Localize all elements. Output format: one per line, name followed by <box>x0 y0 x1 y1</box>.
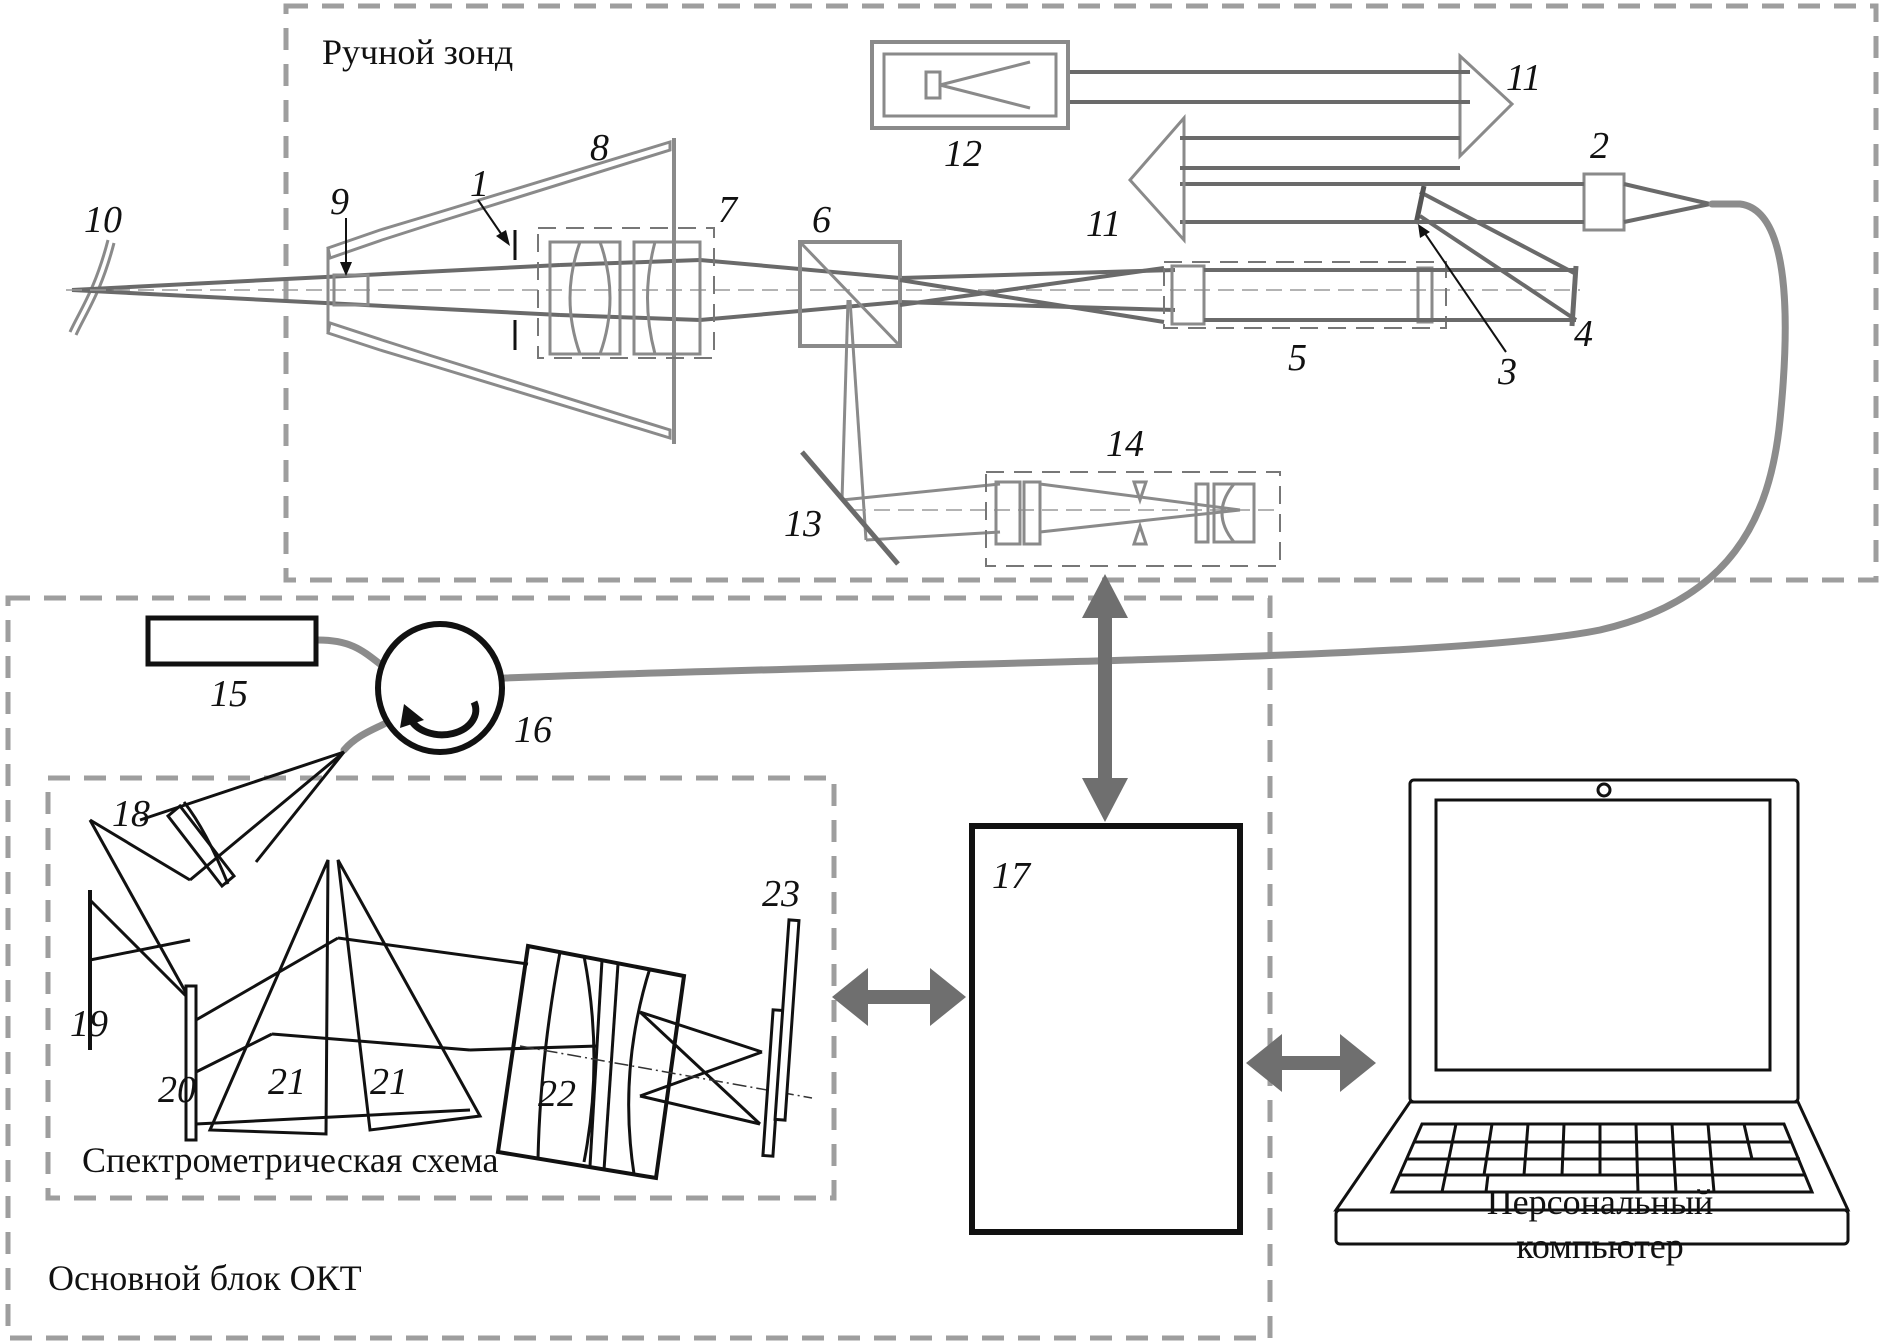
spectrometer-optics <box>88 750 346 1002</box>
pc-caption-line2: компьютер <box>1516 1226 1684 1266</box>
label-8: 8 <box>590 127 609 169</box>
camera-objective-14 <box>985 471 1281 567</box>
circulator-16 <box>375 621 505 755</box>
prism-21-left <box>207 859 330 1136</box>
beam-splitter-6 <box>798 240 902 348</box>
spectrometer-title: Спектрометрическая схема <box>82 1140 499 1180</box>
grating-20 <box>184 984 198 1142</box>
aiming-laser-12 <box>870 40 1070 130</box>
beam-splitter-plate-3 <box>1413 185 1427 225</box>
label-18: 18 <box>112 793 150 835</box>
main-unit-box <box>5 595 1273 1341</box>
spectrometer-box <box>45 775 837 1201</box>
label-16: 16 <box>514 709 552 751</box>
label-11-upper: 11 <box>1506 57 1541 99</box>
bidirectional-arrow-spectrometer-controller <box>832 968 966 1026</box>
line-camera-23 <box>761 918 801 1158</box>
mirror-13 <box>800 450 900 566</box>
label-22: 22 <box>538 1073 576 1115</box>
fiber-source <box>314 636 384 668</box>
label-2: 2 <box>1590 125 1609 167</box>
corner-reflector-11-upper <box>1070 52 1515 160</box>
label-3: 3 <box>1497 351 1517 393</box>
pointer-arrows <box>340 199 1507 353</box>
label-4: 4 <box>1574 313 1593 355</box>
label-20: 20 <box>158 1069 196 1111</box>
label-7: 7 <box>718 189 739 231</box>
pc-caption: Персональный компьютер <box>1440 1180 1760 1268</box>
diagonal-beam <box>1418 190 1578 322</box>
label-13: 13 <box>784 503 822 545</box>
label-14: 14 <box>1106 423 1144 465</box>
hand-probe-box <box>283 3 1879 583</box>
pc-caption-line1: Персональный <box>1486 1182 1714 1222</box>
label-15: 15 <box>210 673 248 715</box>
label-10: 10 <box>84 199 122 241</box>
collimator-lens-18 <box>165 801 237 889</box>
reference-beam <box>899 261 1576 329</box>
label-21-left: 21 <box>268 1061 306 1103</box>
label-21-right: 21 <box>370 1061 408 1103</box>
prism-21-right <box>336 859 483 1132</box>
camera-beams <box>519 1010 813 1126</box>
corner-reflector-11-lower <box>1127 113 1460 244</box>
label-1: 1 <box>470 163 489 205</box>
light-source-15 <box>145 615 319 667</box>
controller-17 <box>969 823 1243 1235</box>
optical-fiber <box>501 200 1789 682</box>
lens-group-7 <box>537 227 715 359</box>
object-surface-10 <box>68 239 116 336</box>
label-11-lower: 11 <box>1086 203 1121 245</box>
objective-22 <box>495 943 687 1181</box>
bidirectional-arrow-controller-pc <box>1246 1034 1376 1092</box>
hand-probe-title: Ручной зонд <box>322 32 513 72</box>
fiber-spectrometer <box>340 720 388 754</box>
personal-computer-icon <box>1333 778 1851 1246</box>
label-12: 12 <box>944 133 982 175</box>
label-23: 23 <box>762 873 800 915</box>
spectro-beams <box>195 936 599 1126</box>
label-6: 6 <box>812 199 831 241</box>
collimator-2 <box>1180 172 1711 232</box>
label-5: 5 <box>1288 337 1307 379</box>
probe-housing-8 <box>326 138 676 444</box>
window-9 <box>332 273 370 307</box>
main-unit-title: Основной блок ОКТ <box>48 1258 362 1298</box>
label-17: 17 <box>992 855 1032 897</box>
bidirectional-arrow-probe-controller <box>1082 574 1128 822</box>
label-9: 9 <box>330 181 349 223</box>
label-19: 19 <box>70 1003 108 1045</box>
